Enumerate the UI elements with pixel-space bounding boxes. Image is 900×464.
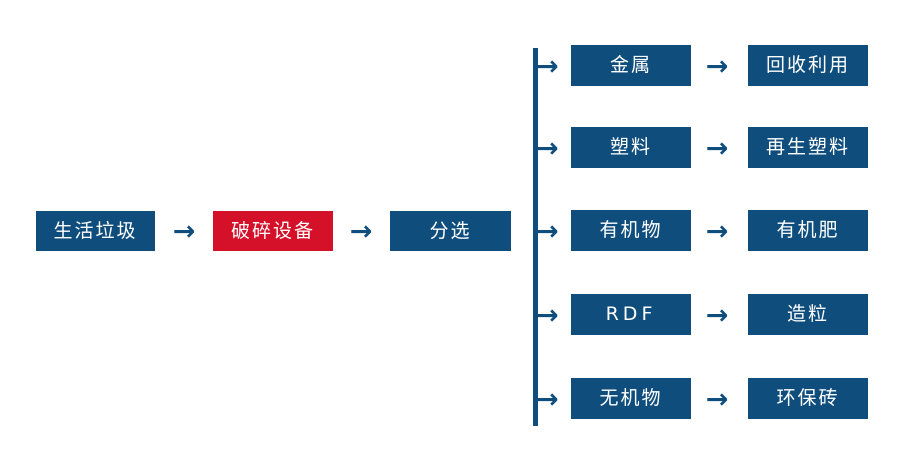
node-fraction-3[interactable]: 有机物 — [571, 210, 691, 251]
arrow-right-icon-chain-1: → — [172, 215, 196, 247]
node-fraction-4[interactable]: RDF — [571, 294, 691, 335]
branch-arrow-right-icon-2: → — [536, 132, 559, 164]
branch-arrow-right-icon-4: → — [536, 299, 559, 331]
branch-arrow-right-icon-1: → — [536, 50, 559, 82]
arrow-right-icon-chain-2: → — [349, 215, 373, 247]
node-product-3[interactable]: 有机肥 — [748, 210, 868, 251]
node-crushing-equipment[interactable]: 破碎设备 — [213, 211, 333, 251]
node-fraction-2[interactable]: 塑料 — [571, 127, 691, 168]
node-household-waste[interactable]: 生活垃圾 — [36, 211, 155, 251]
branch-bus-vertical-line — [533, 48, 538, 426]
arrow-right-icon-branch-2: → — [705, 132, 729, 164]
arrow-right-icon-branch-4: → — [705, 299, 729, 331]
node-product-4[interactable]: 造粒 — [748, 294, 868, 335]
node-product-5[interactable]: 环保砖 — [748, 378, 868, 419]
node-product-2[interactable]: 再生塑料 — [748, 127, 868, 168]
node-product-1[interactable]: 回收利用 — [748, 45, 868, 86]
node-sorting[interactable]: 分选 — [390, 211, 511, 251]
node-fraction-5[interactable]: 无机物 — [571, 378, 691, 419]
arrow-right-icon-branch-5: → — [705, 383, 729, 415]
node-fraction-1[interactable]: 金属 — [571, 45, 691, 86]
arrow-right-icon-branch-3: → — [705, 215, 729, 247]
arrow-right-icon-branch-1: → — [705, 50, 729, 82]
branch-arrow-right-icon-5: → — [536, 383, 559, 415]
branch-arrow-right-icon-3: → — [536, 215, 559, 247]
